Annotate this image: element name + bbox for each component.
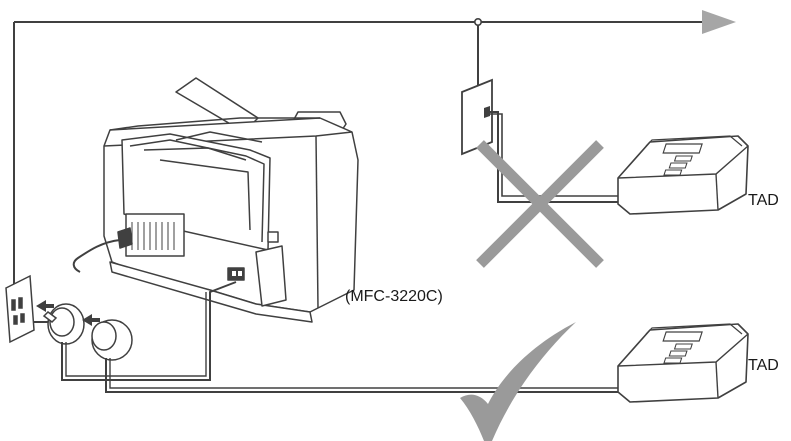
plug-arrows <box>36 300 100 326</box>
cross-mark <box>476 140 604 268</box>
extension-wall-jack <box>461 78 618 203</box>
answering-machine-bottom <box>617 323 749 403</box>
check-mark <box>460 322 576 441</box>
line-arrow-icon <box>702 10 736 34</box>
tad-label-top: TAD <box>748 192 779 209</box>
connection-plug-adapter <box>42 303 85 345</box>
mfc-printer-illustration <box>103 77 359 323</box>
line-plug <box>91 319 133 361</box>
answering-machine-top <box>617 135 749 215</box>
tad-label-bottom: TAD <box>748 357 779 374</box>
power-cord <box>72 239 121 273</box>
wall-jack <box>5 274 35 344</box>
model-label: (MFC-3220C) <box>345 288 443 305</box>
tad-wiring <box>61 281 618 393</box>
